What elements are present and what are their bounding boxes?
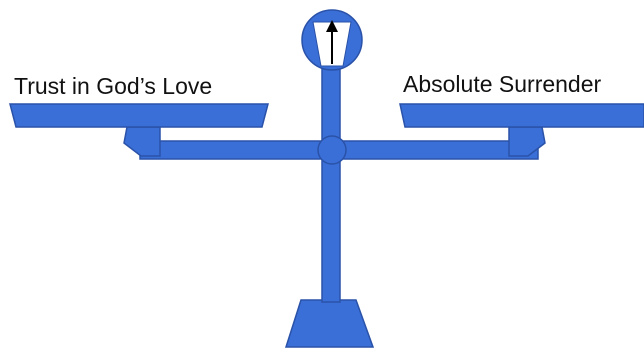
right-pan-label: Absolute Surrender xyxy=(403,71,601,98)
left-pan-label: Trust in God’s Love xyxy=(14,73,212,100)
right-pan-support xyxy=(509,127,545,156)
scale-base xyxy=(286,300,373,347)
right-pan xyxy=(400,104,644,127)
scale-pivot xyxy=(318,136,346,164)
scale-post xyxy=(322,68,340,302)
left-pan xyxy=(10,104,268,127)
left-pan-support xyxy=(124,127,160,156)
